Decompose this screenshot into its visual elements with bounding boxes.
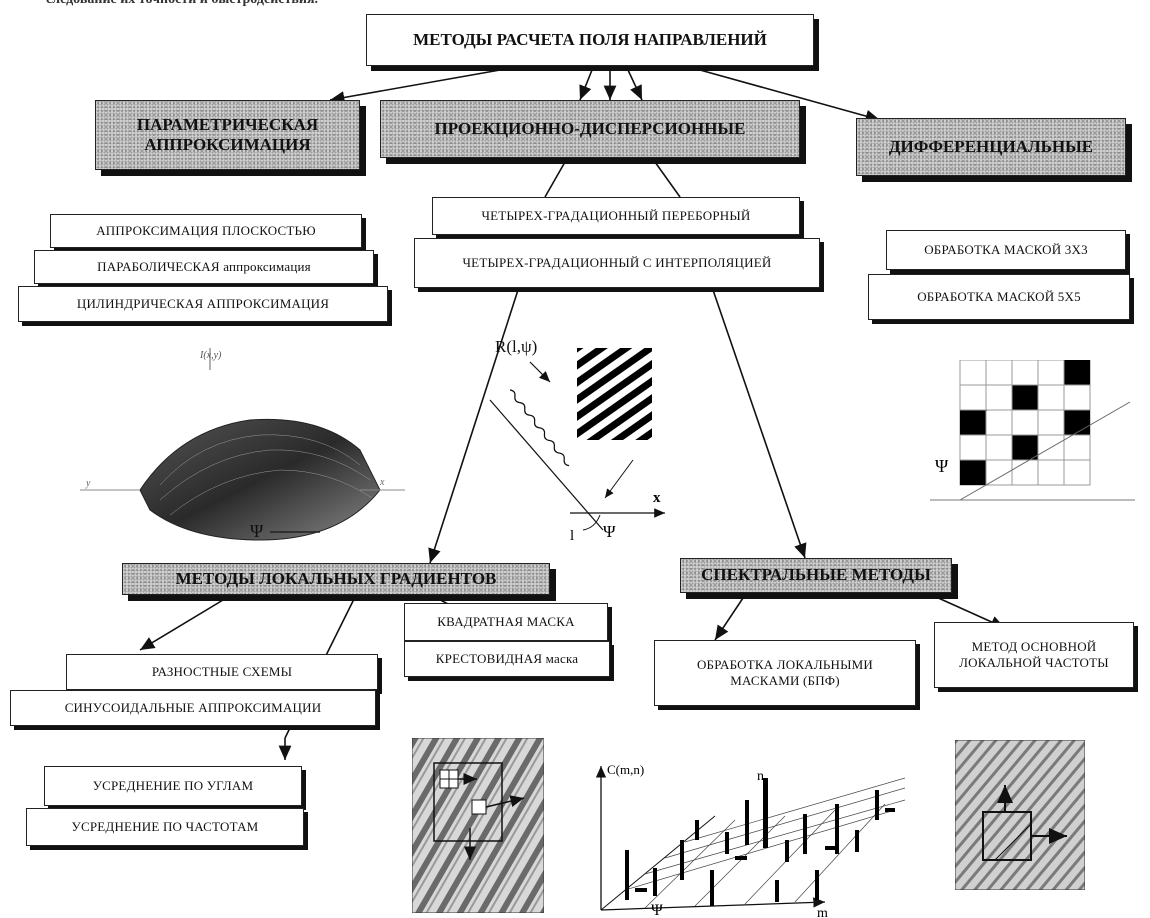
gradient-item-difference: РАЗНОСТНЫЕ СХЕМЫ <box>66 654 378 690</box>
category-differential: ДИФФЕРЕНЦИАЛЬНЫЕ <box>856 118 1126 176</box>
parametric-item-cylindrical: ЦИЛИНДРИЧЕСКАЯ АППРОКСИМАЦИЯ <box>18 286 388 322</box>
parametric-item-plane: АППРОКСИМАЦИЯ ПЛОСКОСТЬЮ <box>50 214 362 248</box>
cut-off-caption: следование их точности и быстродействия. <box>46 0 318 8</box>
gradient-item-cross-mask: КРЕСТОВИДНАЯ маска <box>404 641 610 677</box>
parametric-item-parabolic: ПАРАБОЛИЧЕСКАЯ аппроксимация <box>34 250 374 284</box>
spectral-item-main-frequency: МЕТОД ОСНОВНОЙ ЛОКАЛЬНОЙ ЧАСТОТЫ <box>934 622 1134 688</box>
line-projection-left <box>544 161 566 198</box>
fingerprint-texture-image <box>955 740 1085 890</box>
projection-r-label: R(l,ψ) <box>495 337 537 356</box>
projection-x-label: x <box>653 490 661 506</box>
surface-x-label: x <box>379 477 385 488</box>
spectrum-figure: C(m,n) m n Ψ <box>595 762 906 918</box>
projection-figure: R(l,ψ) x l Ψ <box>489 337 665 544</box>
averaging-item-frequencies: УСРЕДНЕНИЕ ПО ЧАСТОТАМ <box>26 808 304 846</box>
category-local-gradients: МЕТОДЫ ЛОКАЛЬНЫХ ГРАДИЕНТОВ <box>122 563 550 595</box>
arrow-grad-left <box>139 596 229 651</box>
differential-item-mask5x5: ОБРАБОТКА МАСКОЙ 5Х5 <box>868 274 1130 320</box>
category-parametric: ПАРАМЕТРИЧЕСКАЯ АППРОКСИМАЦИЯ <box>95 100 360 170</box>
projection-l-label: l <box>570 528 574 544</box>
spectrum-n-label: n <box>757 769 764 784</box>
spectrum-m-label: m <box>817 906 828 918</box>
surface-axis-label: I(x,y) <box>199 350 222 361</box>
gradient-item-square-mask: КВАДРАТНАЯ МАСКА <box>404 603 608 641</box>
projection-wave <box>509 389 570 467</box>
projection-stripe-image <box>577 348 652 440</box>
arrow-to-projection-right <box>627 69 643 101</box>
projection-psi-label: Ψ <box>603 522 616 541</box>
diagram-title: МЕТОДЫ РАСЧЕТА ПОЛЯ НАПРАВЛЕНИЙ <box>366 14 814 66</box>
projection-item-exhaustive: ЧЕТЫРЕХ-ГРАДАЦИОННЫЙ ПЕРЕБОРНЫЙ <box>432 197 800 235</box>
differential-item-mask3x3: ОБРАБОТКА МАСКОЙ 3Х3 <box>886 230 1126 270</box>
fingerprint-texture-figure <box>955 740 1085 890</box>
arrow-to-projection-left <box>579 69 593 101</box>
surface-y-label: y <box>85 478 91 489</box>
category-projection: ПРОЕКЦИОННО-ДИСПЕРСИОННЫЕ <box>380 100 800 158</box>
surface-figure: I(x,y) y x Ψ <box>80 348 405 541</box>
arrow-to-differential <box>699 69 881 123</box>
arrow-spectral-left <box>714 594 746 641</box>
arrow-to-spectral <box>712 289 807 559</box>
gradient-texture-image <box>412 738 544 913</box>
arrow-to-parametric <box>329 69 501 104</box>
mask-grid-figure: Ψ <box>930 360 1135 501</box>
averaging-item-angles: УСРЕДНЕНИЕ ПО УГЛАМ <box>44 766 302 806</box>
surface-psi-label: Ψ <box>250 521 264 541</box>
projection-diagonal-axis <box>489 399 604 531</box>
mask-diagonal <box>959 401 1131 501</box>
line-projection-right <box>654 161 681 198</box>
gradient-texture-figure <box>412 738 544 913</box>
category-spectral: СПЕКТРАЛЬНЫЕ МЕТОДЫ <box>680 558 952 593</box>
mask-psi-label: Ψ <box>935 456 949 476</box>
arrow-to-local-gradients <box>428 289 519 564</box>
spectrum-c-label: C(m,n) <box>607 762 644 777</box>
spectral-item-local-masks: ОБРАБОТКА ЛОКАЛЬНЫМИ МАСКАМИ (БПФ) <box>654 640 916 706</box>
projection-item-interpolation: ЧЕТЫРЕХ-ГРАДАЦИОННЫЙ С ИНТЕРПОЛЯЦИЕЙ <box>414 238 820 288</box>
gradient-item-sinusoidal: СИНУСОИДАЛЬНЫЕ АППРОКСИМАЦИИ <box>10 690 376 726</box>
spectrum-psi-label: Ψ <box>651 902 663 918</box>
